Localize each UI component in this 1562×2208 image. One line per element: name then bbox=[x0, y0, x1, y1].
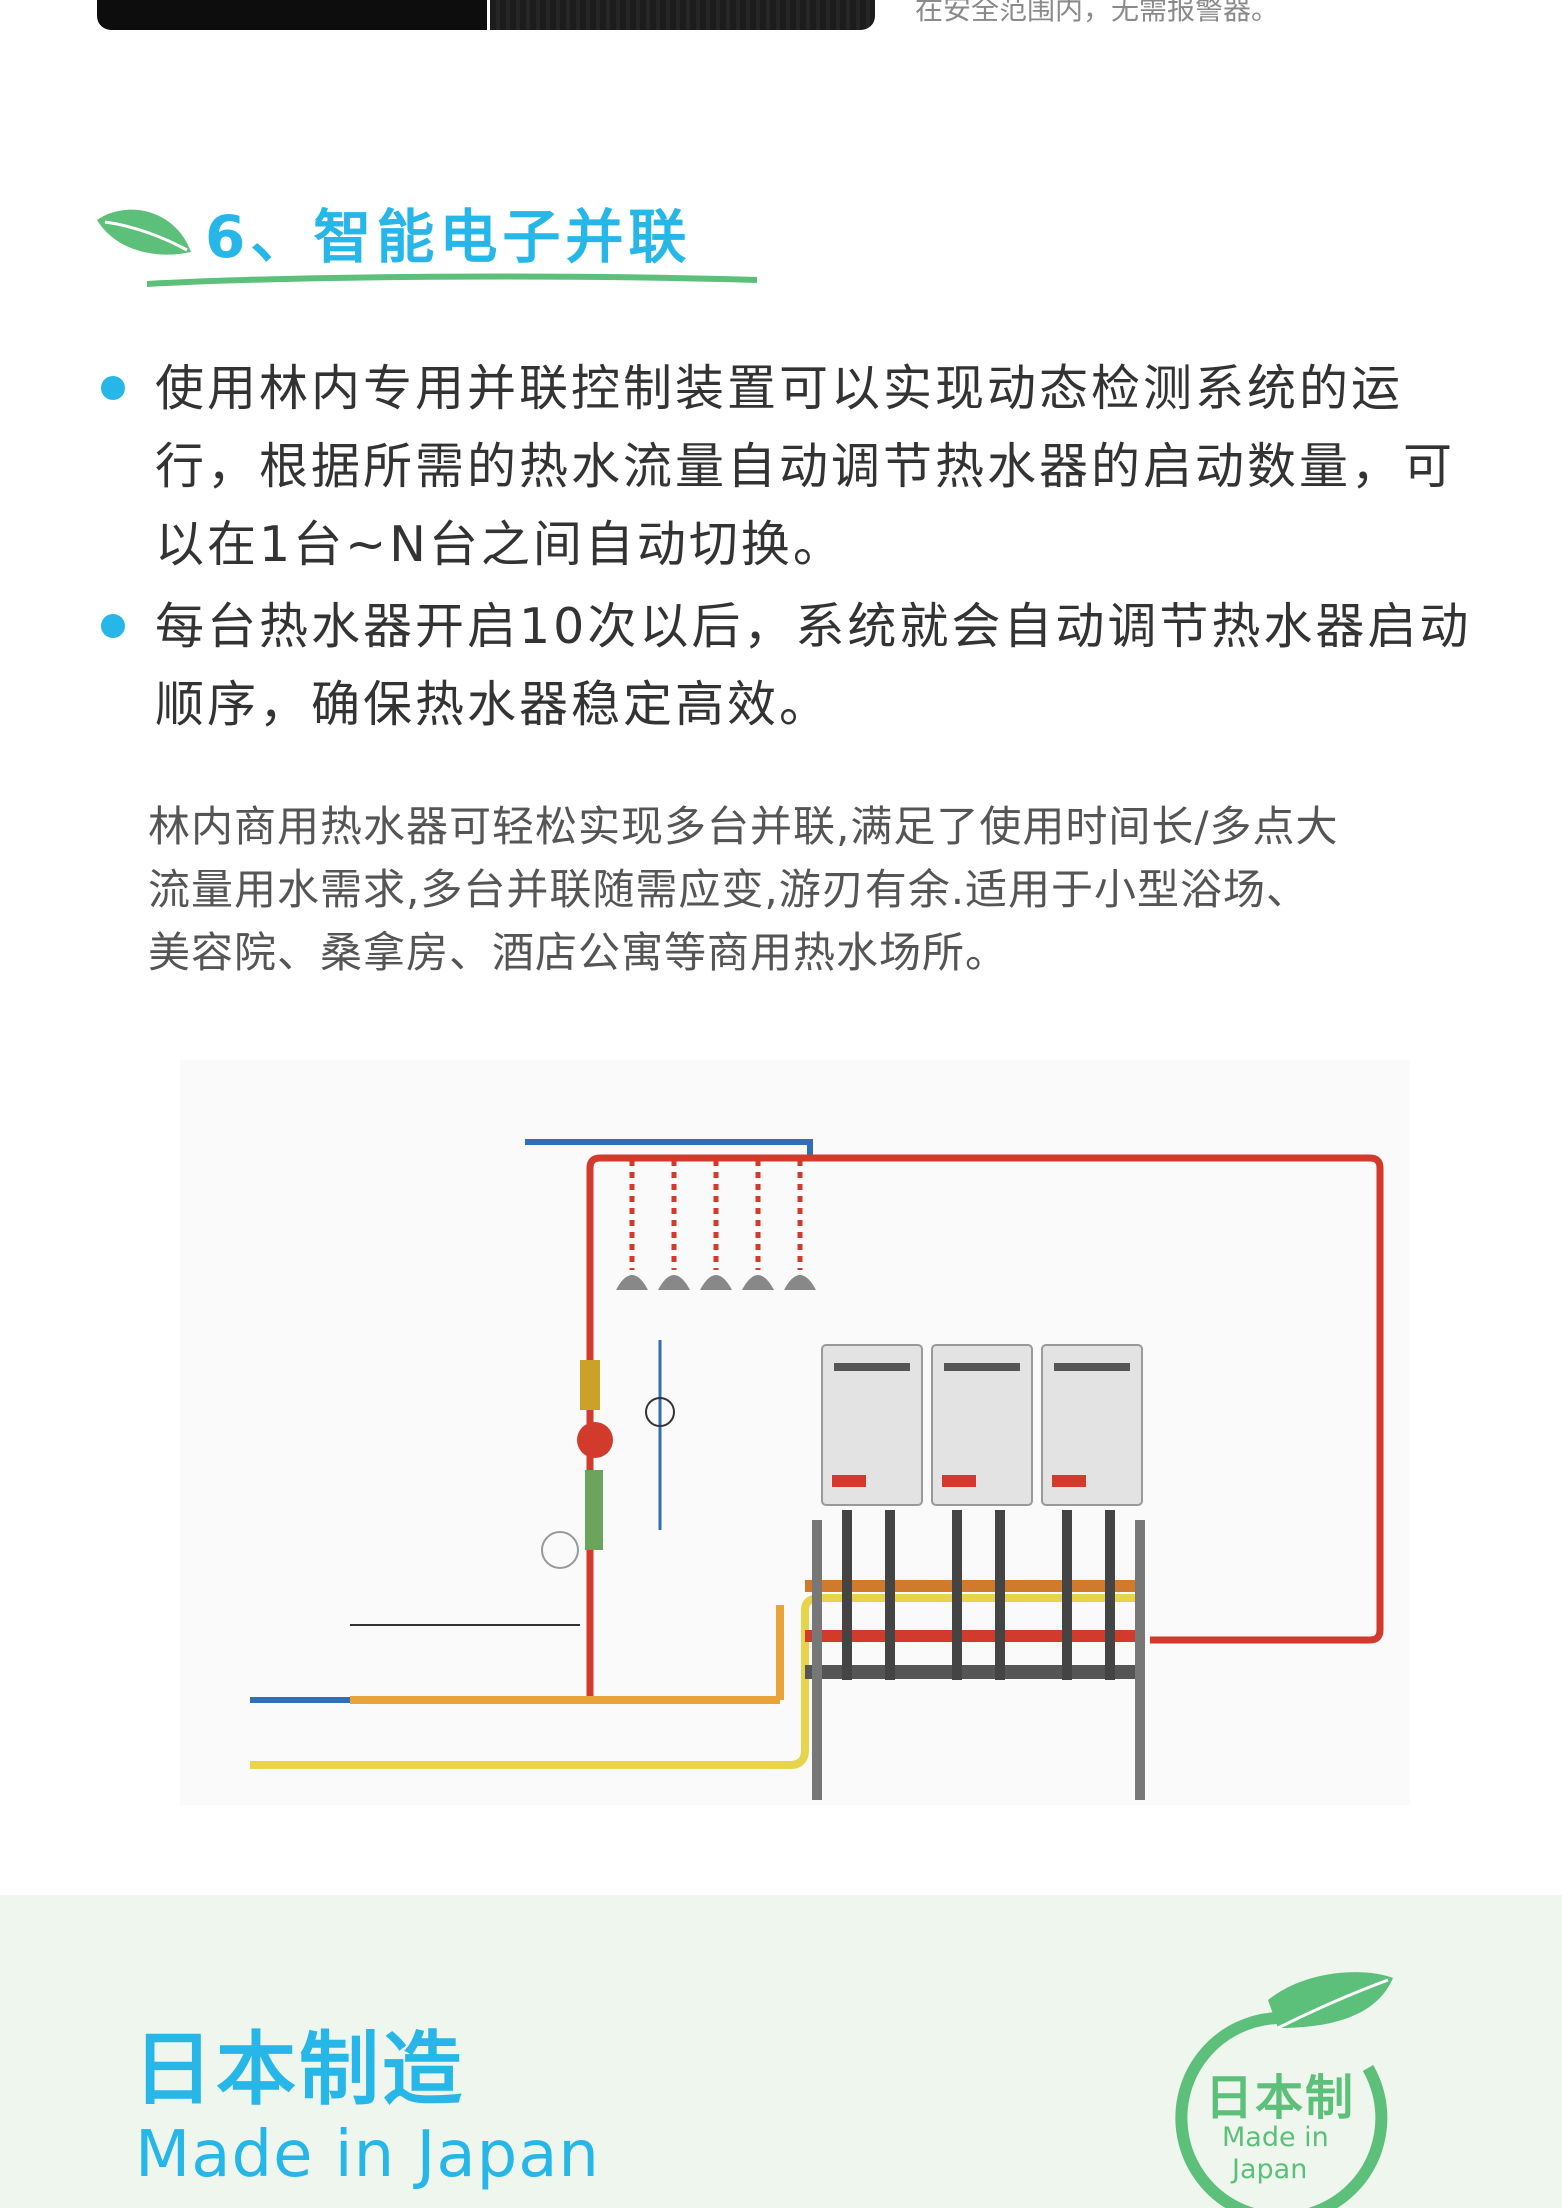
bullet-text: 每台热水器开启10次以后，系统就会自动调节热水器启动顺序，确保热水器稳定高效。 bbox=[155, 598, 1472, 733]
section-title: 6、智能电子并联 bbox=[205, 203, 692, 271]
made-in-japan-en: Made in Japan bbox=[135, 2118, 600, 2192]
water-heater-units bbox=[821, 1344, 1143, 1506]
hot-water-loop bbox=[586, 1154, 1384, 1700]
heater-manifold bbox=[805, 1510, 1145, 1800]
pump-assembly bbox=[541, 1340, 675, 1569]
bullet-dot-icon bbox=[101, 614, 125, 638]
made-in-japan-cn: 日本制造 bbox=[133, 2023, 465, 2116]
cold-water-pipe bbox=[525, 1139, 813, 1160]
bullet-item: 每台热水器开启10次以后，系统就会自动调节热水器启动顺序，确保热水器稳定高效。 bbox=[95, 588, 1495, 744]
parallel-system-diagram bbox=[180, 1060, 1410, 1805]
section-heading: 6、智能电子并联 bbox=[95, 190, 757, 290]
description-paragraph: 林内商用热水器可轻松实现多台并联,满足了使用时间长/多点大流量用水需求,多台并联… bbox=[148, 802, 1339, 977]
top-caption: 在安全范围内，无需报警器。 bbox=[915, 0, 1280, 26]
badge-text-cn: 日本制 bbox=[1205, 2070, 1356, 2126]
product-photo-left bbox=[97, 0, 487, 30]
diagram-svg bbox=[250, 1139, 1384, 1800]
bullet-text: 使用林内专用并联控制装置可以实现动态检测系统的运行，根据所需的热水流量自动调节热… bbox=[155, 360, 1456, 573]
leaf-icon bbox=[97, 209, 191, 255]
gas-pipe bbox=[250, 1594, 1140, 1769]
japan-badge-icon bbox=[1175, 1972, 1393, 2208]
bullet-list: 使用林内专用并联控制装置可以实现动态检测系统的运行，根据所需的热水流量自动调节热… bbox=[95, 350, 1495, 744]
made-in-japan-banner bbox=[0, 1895, 1562, 2208]
badge-text-en-line1: Made in bbox=[1222, 2122, 1329, 2153]
badge-text-en-line2: Japan bbox=[1232, 2154, 1308, 2185]
shower-heads bbox=[616, 1160, 816, 1290]
bullet-item: 使用林内专用并联控制装置可以实现动态检测系统的运行，根据所需的热水流量自动调节热… bbox=[95, 350, 1495, 584]
top-image-strip: 在安全范围内，无需报警器。 bbox=[0, 0, 1562, 40]
section-underline bbox=[147, 273, 757, 287]
bullet-dot-icon bbox=[101, 376, 125, 400]
product-photo-right bbox=[490, 0, 875, 30]
